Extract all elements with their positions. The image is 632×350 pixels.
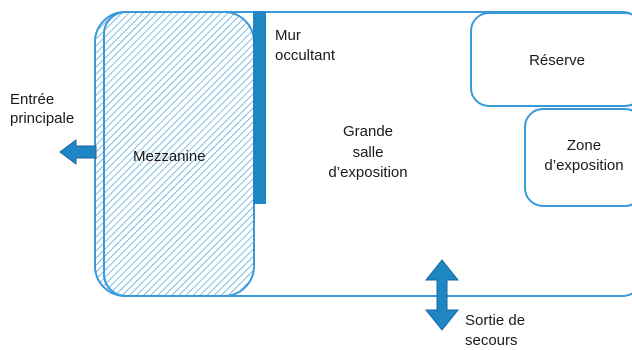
opaque-wall-bar xyxy=(253,11,266,204)
opaque-wall-label-line-2: occultant xyxy=(275,46,335,66)
exhibition-zone-label: Zone d’exposition xyxy=(527,136,632,175)
main-hall-label-line-1: Grande xyxy=(318,122,418,143)
entrance-label: Entrée principale xyxy=(10,91,74,129)
opaque-wall-label-line-1: Mur xyxy=(275,26,335,46)
emergency-exit-label-line-1: Sortie de xyxy=(465,311,525,331)
storage-label: Réserve xyxy=(471,52,632,71)
entrance-label-line-1: Entrée xyxy=(10,91,74,110)
storage-label-text: Réserve xyxy=(471,52,632,71)
emergency-exit-label-line-2: secours xyxy=(465,331,525,350)
main-hall-label-line-2: salle xyxy=(318,143,418,164)
entrance-label-line-2: principale xyxy=(10,110,74,129)
exhibition-zone-label-line-1: Zone xyxy=(527,136,632,156)
emergency-exit-label: Sortie de secours xyxy=(465,311,525,350)
exhibition-zone-label-line-2: d’exposition xyxy=(527,156,632,176)
main-hall-label: Grande salle d’exposition xyxy=(318,122,418,184)
entrance-arrow-icon xyxy=(60,140,96,164)
opaque-wall-label: Mur occultant xyxy=(275,26,335,67)
mezzanine-label: Mezzanine xyxy=(133,148,206,167)
main-hall-label-line-3: d’exposition xyxy=(318,163,418,184)
mezzanine-label-text: Mezzanine xyxy=(133,148,206,167)
